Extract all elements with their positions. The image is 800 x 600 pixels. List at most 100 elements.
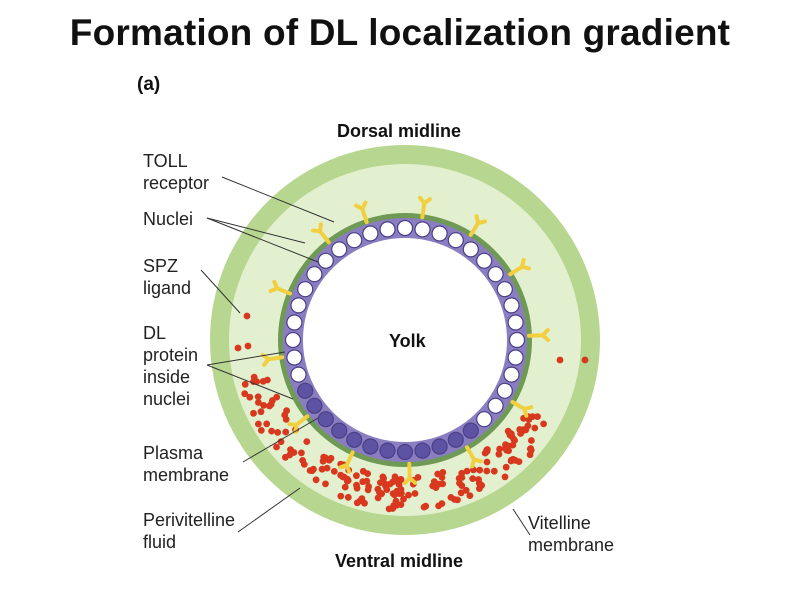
spz-ligand-dot (257, 427, 265, 434)
toll-receptor-icon (338, 450, 355, 474)
nucleus-dl-negative (362, 225, 379, 242)
spz-ligand-dot (516, 426, 524, 433)
spz-ligand-group (234, 312, 589, 513)
spz-ligand-label-line1: SPZ (143, 256, 179, 276)
dl-protein-label-line3: inside (143, 367, 191, 387)
spz-ligand-dot (364, 486, 372, 494)
spz-ligand-dot (581, 356, 589, 364)
spz-ligand-dot (490, 467, 498, 475)
leader-plasma (242, 417, 319, 463)
vitelline-membrane-label: Vitelline membrane (528, 512, 614, 556)
toll-receptor-group (260, 195, 551, 486)
nucleus-dl-positive (447, 431, 464, 448)
nucleus-dl-negative (503, 297, 520, 314)
spz-ligand-dot (254, 393, 262, 401)
spz-ligand-dot (241, 390, 249, 398)
spz-ligand-dot (439, 469, 447, 476)
spz-ligand-dot (389, 490, 397, 497)
spz-ligand-dot (382, 482, 389, 490)
page-title: Formation of DL localization gradient (69, 12, 731, 53)
nucleus-dl-positive (414, 442, 431, 459)
spz-ligand-dot (526, 451, 534, 459)
leader-nuclei-2 (206, 217, 319, 263)
spz-ligand-dot (458, 482, 466, 489)
spz-ligand-dot (255, 420, 262, 428)
nucleus-dl-negative (507, 349, 524, 366)
nucleus-dl-positive (462, 422, 479, 439)
nucleus-dl-negative (286, 349, 303, 366)
toll-receptor-icon (510, 400, 534, 418)
spz-ligand-dot (454, 496, 461, 504)
toll-receptor-label: TOLL receptor (143, 150, 209, 194)
spz-ligand-dot (385, 505, 393, 513)
nucleus-dl-positive (396, 443, 414, 461)
spz-ligand-dot (463, 467, 471, 475)
spz-ligand-dot (435, 502, 442, 510)
spz-ligand-dot (374, 494, 382, 502)
nucleus-dl-positive (362, 438, 379, 455)
spz-ligand-dot (344, 493, 352, 501)
nucleus-dl-negative (379, 221, 396, 238)
spz-ligand-dot (353, 484, 361, 492)
spz-ligand-dot (447, 494, 455, 501)
spz-ligand-dot (303, 438, 311, 445)
spz-ligand-dot (411, 490, 419, 497)
spz-ligand-dot (282, 416, 290, 423)
spz-ligand-dot (341, 483, 349, 491)
spz-ligand-dot (263, 420, 271, 428)
perivitelline-fluid-label-line2: fluid (143, 532, 177, 552)
leader-perivitelline (237, 487, 301, 533)
toll-receptor-icon (465, 445, 483, 469)
spz-ligand-dot (438, 474, 446, 481)
panel-label: (a) (137, 74, 161, 95)
nucleus-dl-negative (317, 252, 334, 269)
spz-ligand-dot (531, 424, 539, 432)
spz-ligand-dot (273, 443, 280, 451)
spz-ligand-dot (268, 427, 275, 435)
spz-ligand-dot (363, 477, 371, 485)
spz-ligand-dot (405, 491, 412, 499)
spz-ligand-dot (476, 466, 484, 474)
toll-receptor-icon (311, 222, 331, 245)
nucleus-dl-negative (284, 331, 302, 349)
toll-receptor-label-line2: receptor (143, 173, 210, 193)
nucleus-dl-negative (331, 241, 348, 258)
nucleus-dl-negative (503, 366, 520, 383)
spz-ligand-dot (534, 413, 541, 420)
spz-ligand-label-line2: ligand (143, 278, 192, 298)
toll-receptor-icon (354, 200, 369, 225)
spz-ligand-dot (462, 486, 470, 494)
spz-ligand-dot (257, 408, 265, 416)
toll-receptor-icon (468, 214, 488, 237)
nucleus-dl-negative (290, 297, 307, 314)
spz-ligand-dot (298, 449, 305, 457)
toll-receptor-icon (508, 257, 531, 277)
spz-ligand-dot (393, 501, 400, 509)
spz-ligand-dot (400, 495, 407, 503)
leader-toll (221, 176, 335, 223)
spz-ligand-dot (241, 380, 249, 388)
nucleus-dl-negative (447, 232, 464, 249)
spz-ligand-dot (308, 467, 316, 475)
vitelline-membrane-label-line1: Vitelline (528, 513, 591, 533)
nucleus-dl-positive (379, 442, 396, 459)
nucleus-dl-negative (396, 219, 414, 237)
nucleus-dl-negative (414, 221, 431, 238)
spz-ligand-dot (282, 428, 290, 436)
spz-ligand-dot (469, 475, 477, 482)
spz-ligand-dot (244, 342, 252, 350)
nucleus-dl-negative (346, 232, 363, 249)
spz-ligand-dot (260, 402, 267, 409)
spz-ligand-dot (515, 458, 523, 465)
leader-spz (200, 269, 241, 314)
nuclei-label: Nuclei (143, 209, 194, 229)
toll-receptor-icon (417, 195, 432, 220)
spz-ligand-dot (267, 400, 275, 408)
spz-ligand-dot (246, 393, 254, 401)
spz-ligand-dot (508, 456, 515, 464)
spz-ligand-dot (455, 475, 463, 482)
spz-ligand-dot (435, 480, 443, 488)
spz-ligand-dot (556, 356, 564, 364)
spz-ligand-dot (495, 450, 503, 458)
